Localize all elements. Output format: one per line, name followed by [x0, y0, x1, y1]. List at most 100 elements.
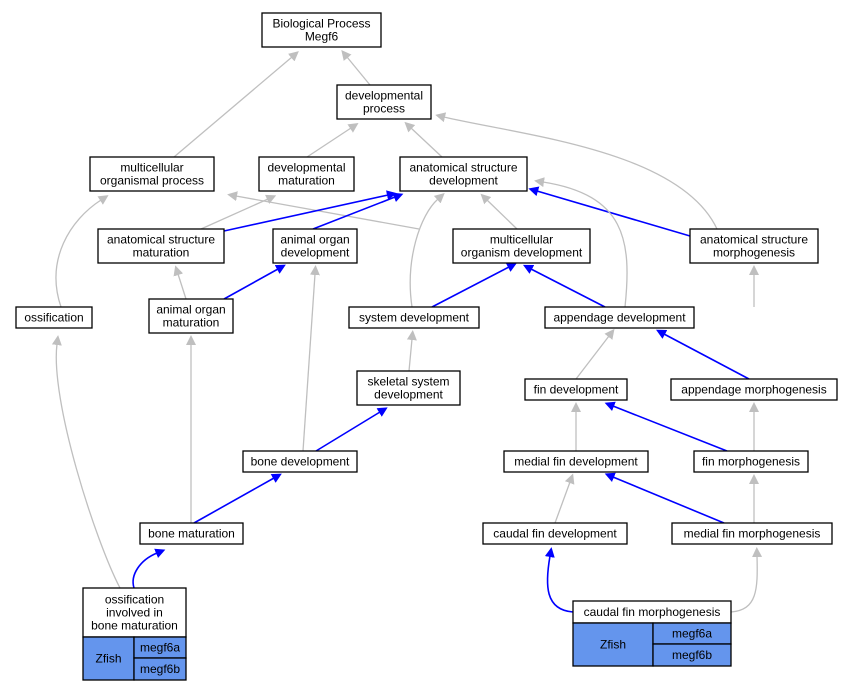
go-term-node-appendage-morphogenesis[interactable]: appendage morphogenesis: [670, 378, 838, 401]
node-label-line: developmental: [267, 161, 345, 175]
go-term-node-fin-development[interactable]: fin development: [524, 378, 628, 401]
node-label-line: maturation: [133, 246, 190, 260]
node-label-line: multicellular: [490, 233, 553, 247]
part-of-edge: [132, 548, 166, 589]
is-a-edge: [534, 177, 628, 308]
go-term-node-caudal-fin-development[interactable]: caudal fin development: [482, 522, 628, 545]
is-a-edge: [51, 335, 121, 589]
node-box: [15, 306, 93, 329]
gene-link[interactable]: megf6b: [140, 662, 180, 676]
is-a-edge: [302, 265, 320, 452]
node-box: [524, 378, 628, 401]
node-box: [258, 156, 355, 192]
go-term-node-fin-morphogenesis[interactable]: fin morphogenesis: [693, 450, 809, 473]
part-of-edge: [522, 264, 606, 308]
is-a-edge: [227, 191, 420, 230]
part-of-edge: [604, 472, 725, 524]
node-label-line: medial fin development: [514, 455, 638, 469]
is-a-edge: [173, 51, 299, 158]
go-term-node-bone-maturation[interactable]: bone maturation: [139, 522, 244, 545]
node-label-line: maturation: [163, 316, 220, 330]
node-label-line: development: [429, 174, 498, 188]
node-box: [482, 522, 628, 545]
species-label: Zfish: [600, 638, 626, 652]
node-label-line: involved in: [106, 606, 163, 620]
is-a-edge: [575, 328, 615, 380]
part-of-edge: [656, 329, 750, 380]
node-box: [671, 522, 833, 545]
gene-annotation-table: Zfish megf6a megf6b: [572, 622, 732, 667]
node-label-line: animal organ: [156, 303, 225, 317]
node-box: [89, 156, 215, 192]
node-label-line: fin morphogenesis: [702, 455, 800, 469]
gene-link[interactable]: megf6b: [672, 648, 712, 662]
species-label: Zfish: [95, 652, 121, 666]
node-label-line: development: [374, 388, 443, 402]
node-box: [356, 370, 461, 406]
part-of-edge: [223, 264, 286, 300]
node-label-line: Biological Process: [272, 17, 370, 31]
is-a-edge: [406, 330, 417, 372]
is-a-edge: [409, 193, 445, 308]
node-label-line: appendage development: [553, 311, 686, 325]
node-label-line: bone maturation: [91, 619, 178, 633]
part-of-edge: [315, 407, 388, 452]
node-box: [242, 450, 358, 473]
node-label-line: maturation: [278, 174, 335, 188]
node-box: [272, 228, 358, 264]
node-label-line: bone development: [251, 455, 350, 469]
node-label-line: organismal process: [100, 174, 204, 188]
node-label-line: system development: [359, 311, 470, 325]
node-box: [670, 378, 838, 401]
go-term-node-medial-fin-development[interactable]: medial fin development: [503, 450, 649, 473]
node-label-line: caudal fin morphogenesis: [584, 605, 721, 619]
gene-link[interactable]: megf6a: [140, 641, 180, 655]
go-term-node-medial-fin-morphogenesis[interactable]: medial fin morphogenesis: [671, 522, 833, 545]
node-label-line: organism development: [461, 246, 583, 260]
node-label-line: bone maturation: [148, 527, 235, 541]
is-a-edge: [200, 194, 277, 230]
node-label-line: skeletal system: [367, 375, 449, 389]
node-label-line: developmental: [345, 89, 423, 103]
part-of-edge: [528, 186, 691, 237]
part-of-edge: [431, 262, 517, 308]
node-box: [399, 156, 528, 192]
part-of-edge: [604, 401, 728, 452]
node-box: [139, 522, 244, 545]
gene-link[interactable]: megf6a: [672, 627, 712, 641]
go-term-node-ossification[interactable]: ossification: [15, 306, 93, 329]
node-label-line: caudal fin development: [493, 527, 617, 541]
go-term-node-bone-development[interactable]: bone development: [242, 450, 358, 473]
node-label-line: anatomical structure: [107, 233, 215, 247]
edge-layer: [51, 50, 763, 613]
gene-cell: [652, 643, 732, 667]
node-label-line: Megf6: [305, 30, 339, 44]
node-label-line: ossification: [24, 311, 83, 325]
is-a-edge: [435, 112, 718, 230]
node-box: [544, 306, 695, 329]
go-term-node-appendage-development[interactable]: appendage development: [544, 306, 695, 329]
go-term-node-system-development[interactable]: system development: [348, 306, 480, 329]
node-label-line: morphogenesis: [713, 246, 795, 260]
node-box: [261, 12, 382, 48]
node-box: [689, 228, 819, 264]
node-label-line: development: [281, 246, 350, 260]
node-label-line: anatomical structure: [700, 233, 808, 247]
part-of-edge: [193, 473, 282, 524]
node-label-line: appendage morphogenesis: [681, 383, 826, 397]
